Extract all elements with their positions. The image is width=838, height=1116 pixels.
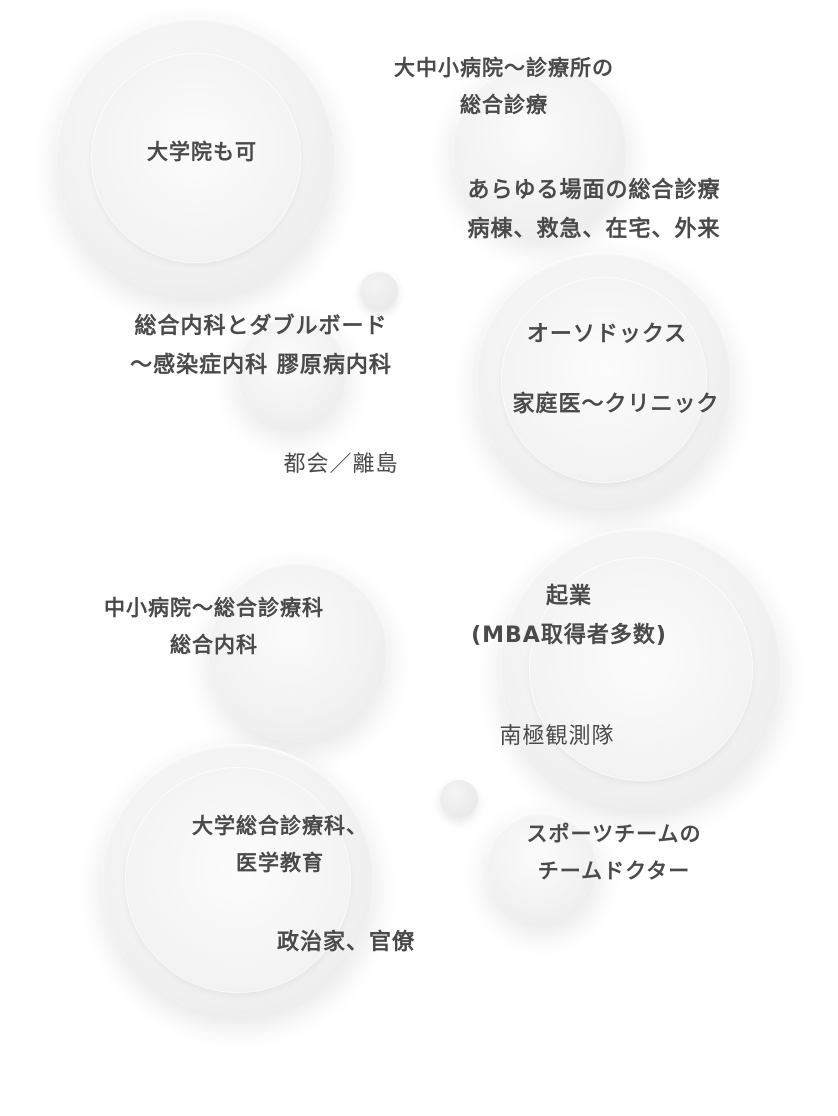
label-all-scenes: あらゆる場面の総合診療 病棟、救急、在宅、外来 <box>467 178 721 242</box>
bubble-university <box>56 18 336 298</box>
bubble-education-inner <box>126 768 350 992</box>
dot-2 <box>440 780 478 818</box>
bubble-education <box>102 744 374 1016</box>
label-family-doctor: 家庭医～クリニック <box>512 392 720 417</box>
label-education: 大学総合診療科、 医学教育 <box>192 813 368 875</box>
label-university: 大学院も可 <box>147 139 257 164</box>
bubble-university-inner <box>92 54 300 262</box>
bubble-small-hospital <box>208 562 388 742</box>
label-double-board: 総合内科とダブルボード ～感染症内科 膠原病内科 <box>130 314 392 378</box>
label-orthodox: オーソドックス <box>526 322 688 347</box>
bubble-orthodox <box>476 252 732 508</box>
label-small-hospital: 中小病院～総合診療科 総合内科 <box>104 595 324 657</box>
label-antarctic: 南極観測隊 <box>499 724 615 749</box>
bubble-double-board <box>236 316 348 428</box>
dot-1 <box>360 272 398 310</box>
bubble-startup-inner <box>530 558 752 780</box>
label-urban-island: 都会／離島 <box>283 452 399 477</box>
label-startup: 起業 (MBA取得者多数) <box>471 584 667 648</box>
bubble-hospital <box>452 62 628 238</box>
bubble-startup <box>500 528 782 810</box>
label-hospital: 大中小病院～診療所の 総合診療 <box>394 55 614 117</box>
bubble-orthodox-inner <box>502 278 706 482</box>
label-sports: スポーツチームの チームドクター <box>526 821 702 883</box>
label-politics: 政治家、官僚 <box>276 930 415 955</box>
bubble-sports <box>486 812 598 924</box>
